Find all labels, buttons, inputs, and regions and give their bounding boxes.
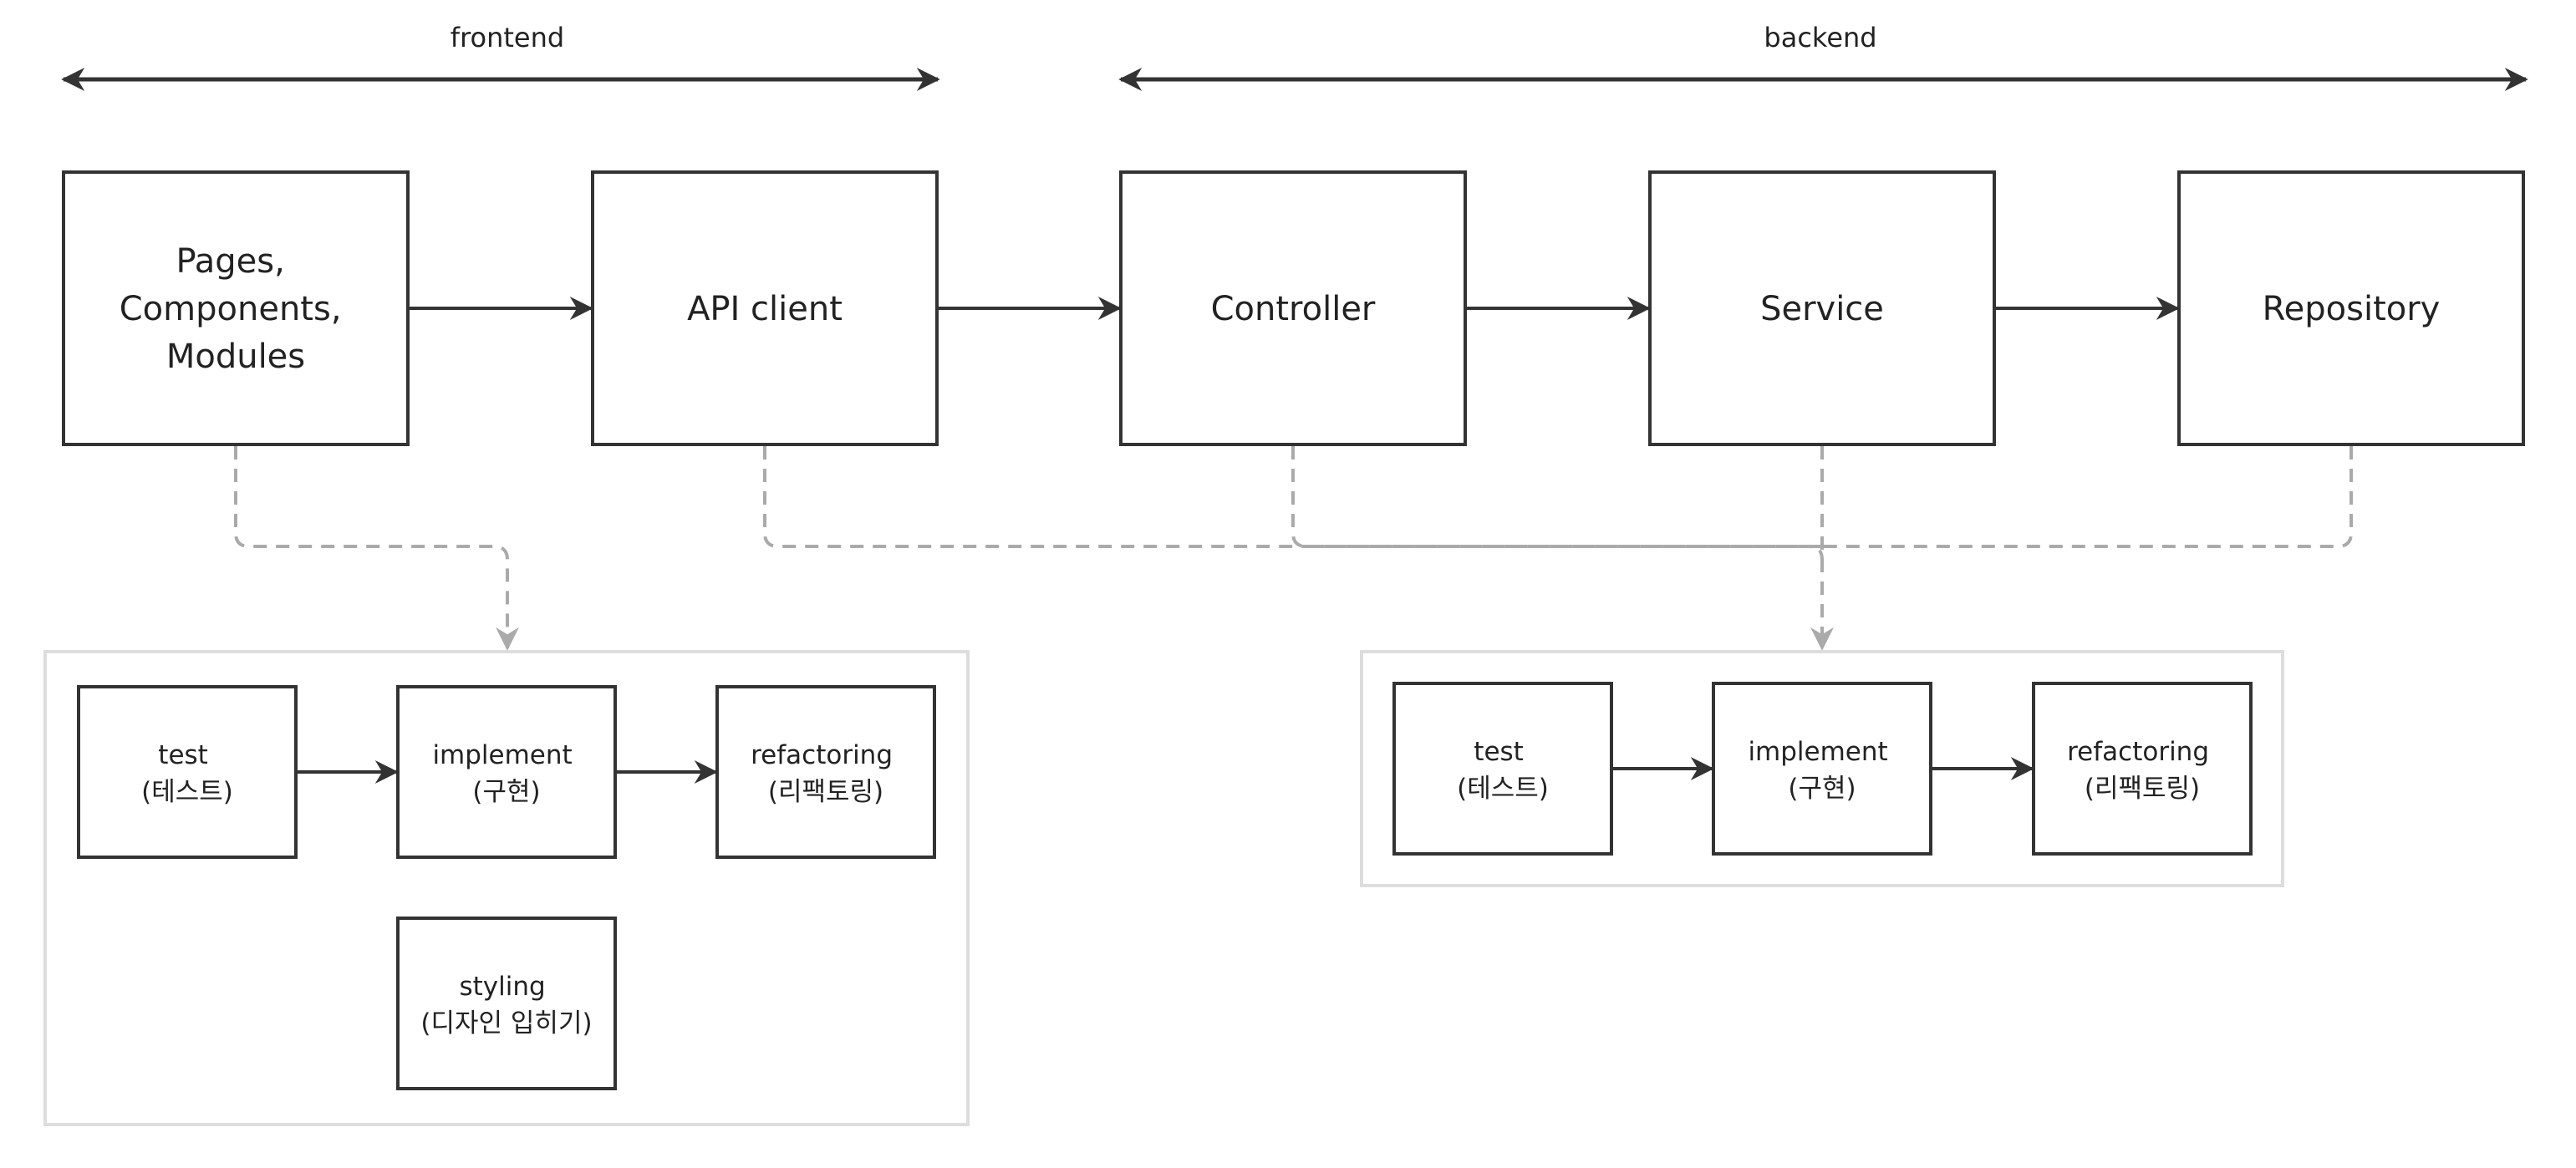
connector-pages-to-frontend-group bbox=[234, 446, 519, 651]
connector-controller-to-backend-group bbox=[1291, 446, 1822, 548]
controller-box: Controller bbox=[1119, 170, 1467, 446]
svg-text:refactoring (리팩토링): refactoring (리팩토링) bbox=[751, 740, 901, 807]
backend-refactoring-label: refactoring bbox=[2067, 737, 2209, 767]
pages-box-label-line1: Pages, bbox=[176, 242, 284, 281]
frontend-implement-label: implement bbox=[432, 740, 572, 770]
backend-implement-step: implement (구현) bbox=[1712, 682, 1932, 856]
frontend-styling-step: styling (디자인 입히기) bbox=[396, 917, 617, 1090]
pages-box-label-line3: Modules bbox=[166, 338, 305, 376]
svg-text:styling (디자인 입히기): styling (디자인 입히기) bbox=[420, 972, 592, 1039]
svg-text:implement (구현): implement (구현) bbox=[432, 740, 580, 807]
frontend-refactoring-sublabel: (리팩토링) bbox=[768, 777, 883, 807]
backend-range-label: backend bbox=[1764, 22, 1876, 53]
connector-repository-to-backend-group bbox=[1822, 446, 2353, 548]
svg-text:refactoring (리팩토링): refactoring (리팩토링) bbox=[2067, 737, 2217, 804]
svg-text:test (테스트): test (테스트) bbox=[1457, 737, 1549, 804]
svg-text:Pages, Components,: Pages, Components, Modules bbox=[120, 242, 353, 376]
service-label: Service bbox=[1760, 290, 1884, 328]
frontend-implement-sublabel: (구현) bbox=[472, 777, 540, 807]
service-box: Service bbox=[1648, 170, 1996, 446]
backend-implement-label: implement bbox=[1748, 737, 1887, 767]
frontend-test-sublabel: (테스트) bbox=[141, 777, 233, 807]
svg-text:test (테스트): test (테스트) bbox=[141, 740, 233, 807]
frontend-styling-label: styling bbox=[459, 972, 545, 1002]
controller-label: Controller bbox=[1211, 290, 1376, 328]
backend-test-step: test (테스트) bbox=[1392, 682, 1613, 856]
backend-test-sublabel: (테스트) bbox=[1457, 774, 1549, 804]
pages-box-label-line2: Components, bbox=[120, 290, 342, 328]
repository-box: Repository bbox=[2177, 170, 2525, 446]
pages-box: Pages, Components, Modules bbox=[62, 170, 410, 446]
api-client-label: API client bbox=[687, 290, 843, 328]
api-client-box: API client bbox=[591, 170, 939, 446]
frontend-process-group: test (테스트) implement (구현) refactoring (리… bbox=[43, 650, 970, 1126]
frontend-implement-step: implement (구현) bbox=[396, 685, 617, 859]
backend-test-label: test bbox=[1474, 737, 1524, 767]
connector-api-client-to-backend-group bbox=[763, 446, 1824, 561]
backend-refactoring-step: refactoring (리팩토링) bbox=[2032, 682, 2253, 856]
frontend-range: frontend bbox=[61, 22, 940, 91]
frontend-refactoring-step: refactoring (리팩토링) bbox=[715, 685, 936, 859]
backend-process-group: test (테스트) implement (구현) refactoring (리… bbox=[1360, 650, 2284, 887]
frontend-styling-sublabel: (디자인 입히기) bbox=[420, 1008, 592, 1039]
frontend-refactoring-label: refactoring bbox=[751, 740, 893, 770]
frontend-range-label: frontend bbox=[451, 22, 564, 53]
backend-implement-sublabel: (구현) bbox=[1788, 774, 1856, 804]
backend-refactoring-sublabel: (리팩토링) bbox=[2085, 774, 2200, 804]
backend-range: backend bbox=[1118, 22, 2528, 91]
frontend-test-label: test bbox=[158, 740, 208, 770]
repository-label: Repository bbox=[2263, 290, 2441, 328]
frontend-test-step: test (테스트) bbox=[77, 685, 298, 859]
svg-text:implement (구현): implement (구현) bbox=[1748, 737, 1896, 804]
